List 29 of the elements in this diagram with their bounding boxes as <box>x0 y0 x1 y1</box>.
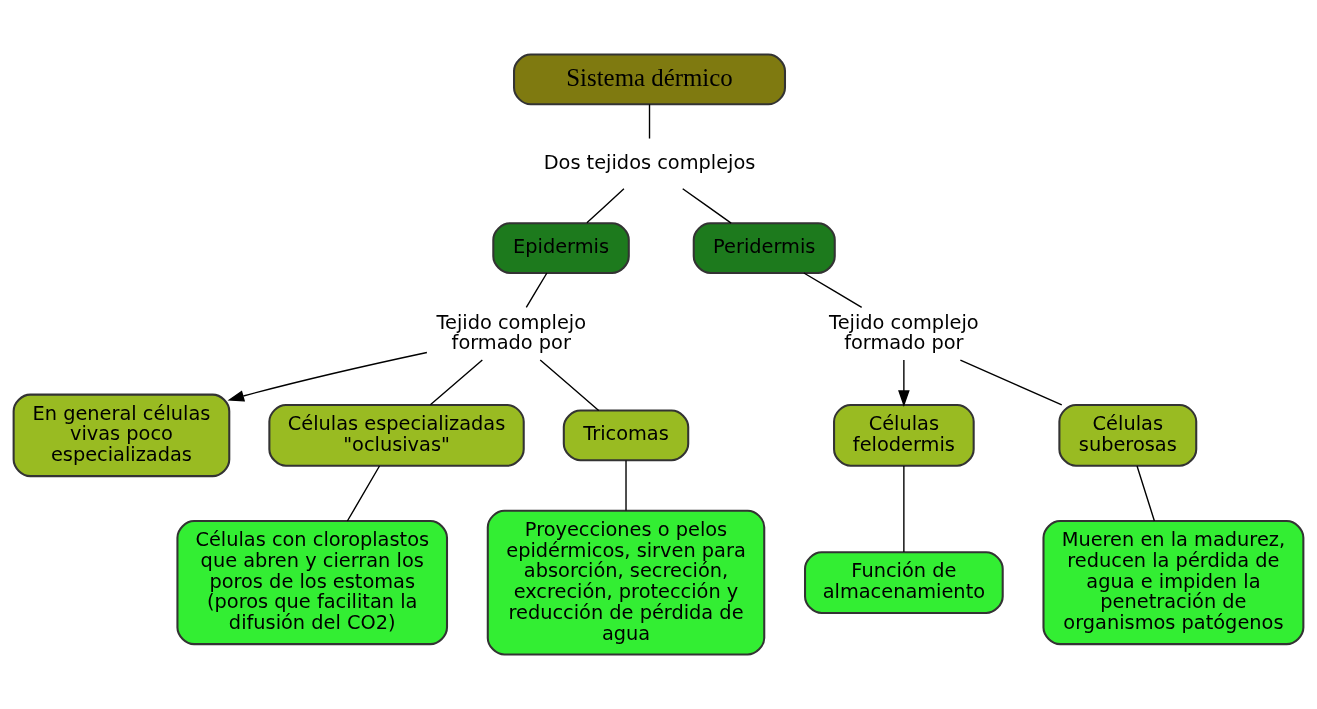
connector <box>1136 465 1156 522</box>
node-box: Células felodermis <box>833 403 975 467</box>
connector <box>903 465 905 553</box>
arrow <box>227 351 428 402</box>
node-box: Peridermis <box>692 222 836 274</box>
arrow <box>898 359 910 407</box>
node-box: Proyecciones o pelos epidérmicos, sirven para absorción, secreción, excreción, protección y reducción de pérdida de agua <box>486 509 766 656</box>
connector <box>648 103 651 140</box>
node-box: Células especializadas "oclusivas" <box>268 403 525 467</box>
connector <box>959 359 1063 406</box>
node-box: En general células vivas poco especializadas <box>12 393 231 478</box>
connector <box>539 359 600 412</box>
node-text: Tejido complejo formado por <box>436 310 587 355</box>
connector <box>586 188 625 224</box>
node-box: Células con cloroplastos que abren y cierran los poros de los estomas (poros que facilitan la difusión del CO2) <box>176 520 449 646</box>
connector <box>803 272 863 308</box>
connector <box>625 459 627 512</box>
node-text: Tejido complejo formado por <box>829 310 979 355</box>
node-box: Tricomas <box>562 409 690 462</box>
node-text: Dos tejidos complejos <box>543 150 756 174</box>
connector <box>429 359 483 406</box>
node-box: Mueren en la madurez, reducen la pérdida de agua e impiden la penetración de organismos patógenos <box>1042 520 1305 646</box>
node-box: Sistema dérmico <box>513 53 787 106</box>
connector <box>346 465 381 522</box>
node-box: Células suberosas <box>1058 403 1198 467</box>
node-box: Función de almacenamiento <box>804 551 1004 615</box>
connector <box>682 188 732 224</box>
node-box: Epidermis <box>492 222 630 274</box>
connector <box>525 272 548 308</box>
